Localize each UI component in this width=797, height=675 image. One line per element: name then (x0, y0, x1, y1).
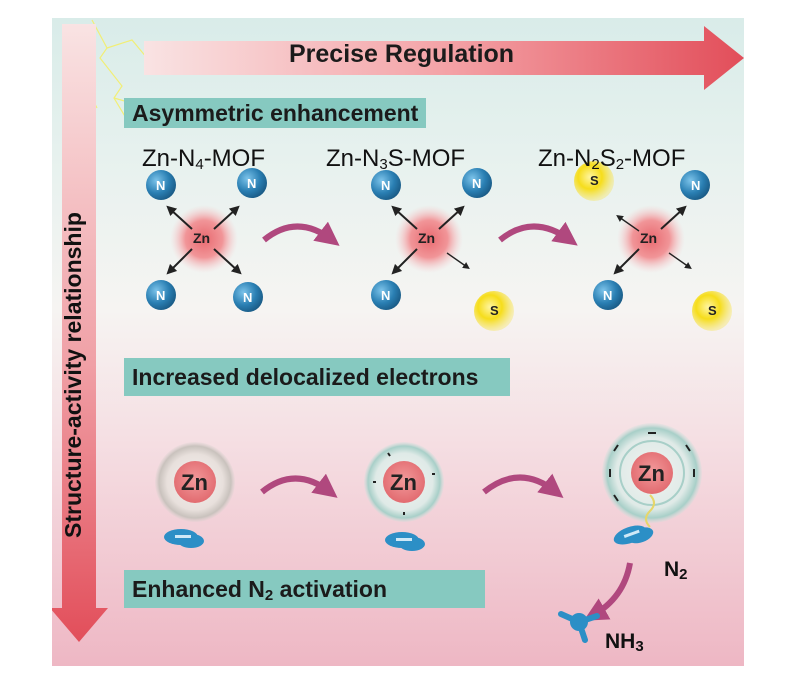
n-atom (462, 168, 492, 198)
s-atom (574, 161, 614, 201)
n-atom (680, 170, 710, 200)
mof-suffix: -MOF (403, 145, 466, 172)
zn-core-label: Zn (390, 470, 417, 495)
n-atom (593, 280, 623, 310)
asymmetric-banner: Asymmetric enhancement (124, 98, 427, 128)
side-arrow (52, 24, 108, 642)
mof-suffix: -MOF (624, 145, 686, 172)
zn-atom-label: Zn (418, 230, 436, 246)
s-atom (474, 291, 514, 331)
figure-panel: Precise Regulation Structure-activity re… (52, 18, 744, 666)
top-arrow (144, 26, 744, 90)
mof-prefix: Zn-N (538, 145, 592, 172)
header-title: Precise Regulation (289, 40, 515, 68)
zn-core-label: Zn (638, 461, 665, 486)
mof-sub: 3 (379, 156, 388, 173)
side-label: Structure-activity relationship (60, 212, 86, 538)
structure-zn-n4 (146, 168, 267, 312)
n2-label: N2 (664, 558, 688, 583)
n-atom (371, 280, 401, 310)
zn-core-label: Zn (181, 470, 208, 495)
nh3-label: NH3 (605, 630, 644, 655)
nh3-sub: 3 (635, 638, 644, 655)
s-atom (692, 291, 732, 331)
zn-core (174, 461, 216, 503)
n-atom (237, 168, 267, 198)
curved-arrow-icon (260, 473, 338, 498)
n-atom (233, 282, 263, 312)
nh3-prefix: NH (605, 630, 636, 653)
curved-arrow-icon (583, 562, 633, 621)
mof-mid: S (599, 145, 616, 172)
n2-molecule (613, 525, 654, 545)
n2-molecule (164, 529, 204, 548)
mof-suffix: -MOF (203, 145, 265, 172)
s-atom-label: S (490, 303, 499, 318)
n2-prefix: N (664, 558, 680, 581)
curved-arrow-icon (482, 473, 564, 499)
mof-mid: S (387, 145, 404, 172)
n-atom-label: N (247, 176, 257, 191)
n-atom-label: N (603, 288, 613, 303)
activation-sub: 2 (264, 587, 274, 604)
n2-sub: 2 (679, 566, 688, 583)
nh3-molecule (558, 611, 600, 643)
s-atom-label: S (708, 303, 717, 318)
n-atom (146, 280, 176, 310)
n-atom-label: N (472, 176, 482, 191)
mof-prefix: Zn-N (142, 145, 196, 172)
activation-prefix: Enhanced N (132, 576, 265, 602)
n-atom-label: N (381, 178, 391, 193)
n2-molecule (385, 532, 425, 551)
zn-core (631, 452, 673, 494)
mof-sub: 2 (591, 156, 600, 173)
zn-atom-label: Zn (640, 230, 658, 246)
mof-label-3: Zn-N2S2-MOF (538, 145, 685, 173)
n-atom (371, 170, 401, 200)
activation-banner: Enhanced N2 activation (124, 570, 485, 608)
mof-label-1: Zn-N4-MOF (142, 145, 265, 173)
mof-sub: 4 (195, 156, 204, 173)
n-atom-label: N (156, 288, 166, 303)
structure-zn-n3s (371, 168, 514, 331)
n-atom (146, 170, 176, 200)
mof-label-2: Zn-N3S-MOF (326, 145, 465, 173)
s-atom-label: S (590, 173, 599, 188)
n-atom-label: N (243, 290, 253, 305)
curved-arrow-icon (262, 221, 340, 246)
n-atom-label: N (381, 288, 391, 303)
activation-suffix: activation (273, 576, 388, 602)
mof-sub: 2 (615, 156, 625, 173)
electron-cloud-1 (155, 442, 235, 548)
electron-cloud-3 (602, 423, 702, 545)
structure-zn-n2s2 (574, 161, 732, 331)
curved-arrow-icon (498, 221, 578, 246)
mof-prefix: Zn-N (326, 145, 380, 172)
zn-core (383, 461, 425, 503)
n-atom-label: N (156, 178, 166, 193)
electron-cloud-2 (364, 442, 444, 551)
n-atom-label: N (691, 178, 701, 193)
delocalized-banner: Increased delocalized electrons (124, 358, 510, 396)
zn-atom-label: Zn (193, 230, 211, 246)
